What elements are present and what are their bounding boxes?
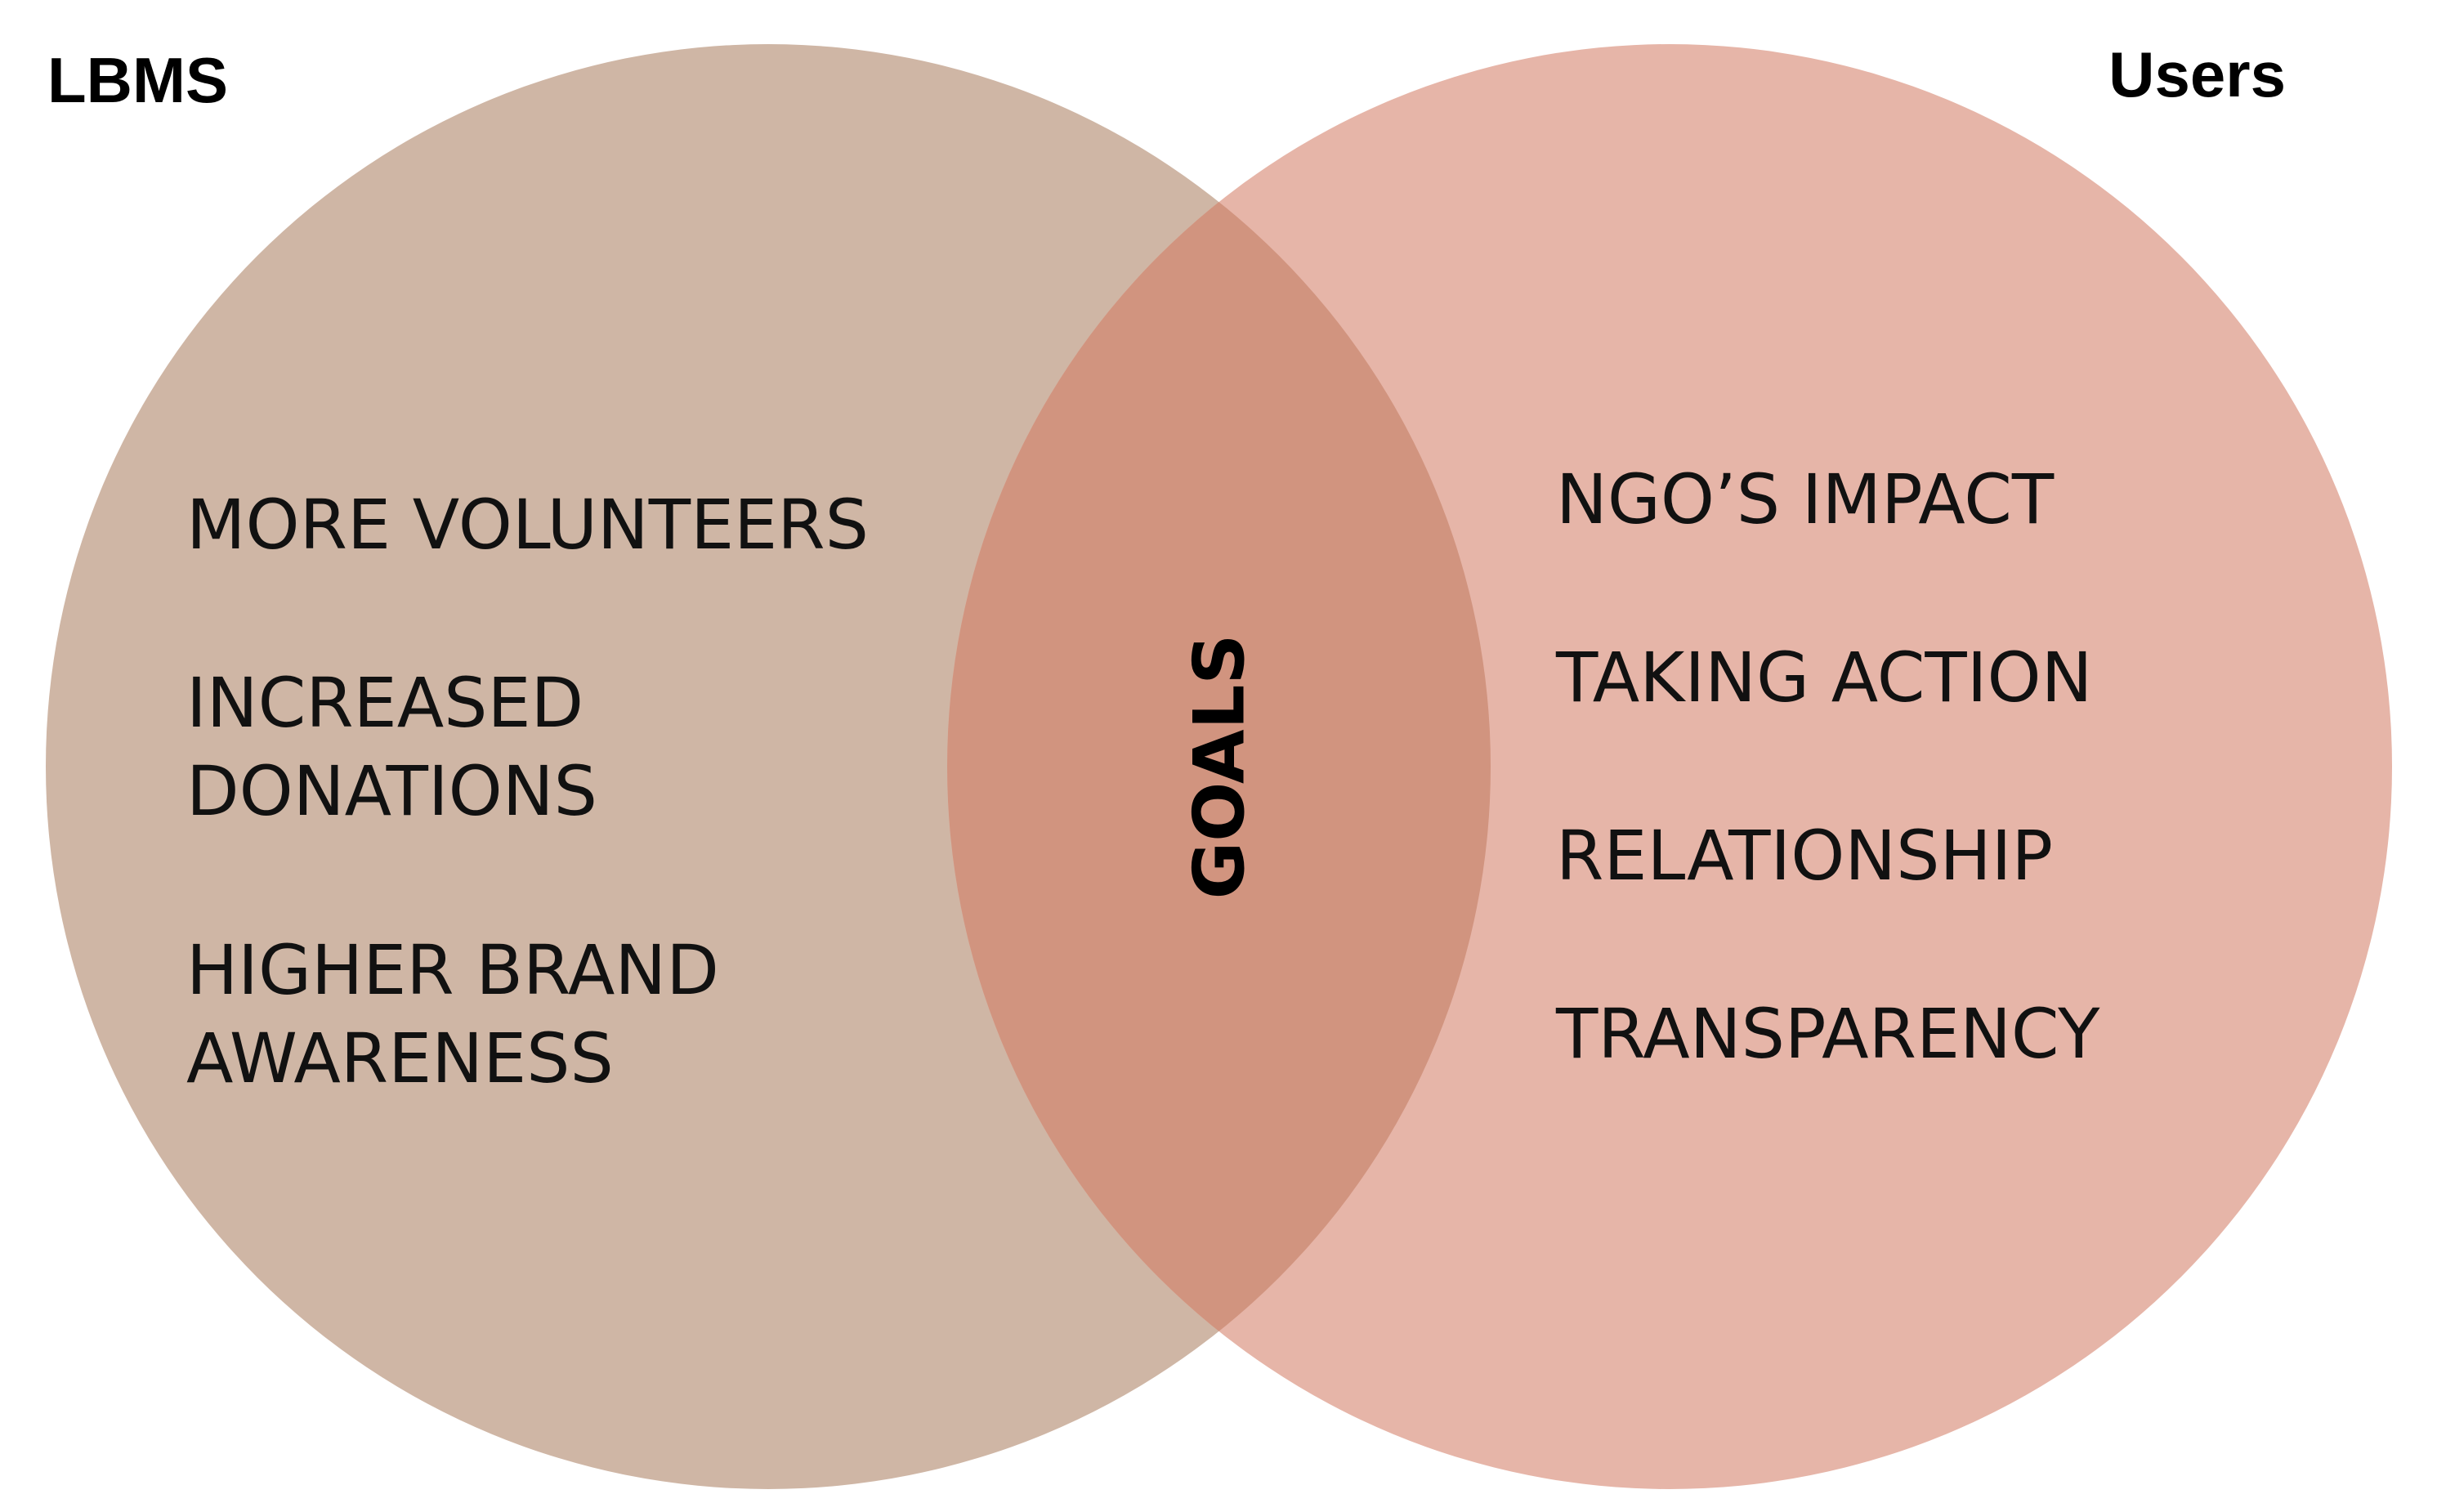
users-item-taking-action: TAKING ACTION — [1555, 637, 2092, 718]
lbms-set-title: LBMS — [47, 44, 228, 116]
users-item-transparency: TRANSPARENCY — [1555, 994, 2100, 1074]
goals-label: GOALS — [1178, 634, 1260, 900]
users-item-relationship: RELATIONSHIP — [1556, 816, 2053, 896]
users-set-title: Users — [2108, 38, 2286, 110]
goals-intersection — [947, 44, 1491, 1489]
users-item-ngo-impact: NGO’S IMPACT — [1556, 459, 2055, 539]
lbms-item-more-volunteers: MORE VOLUNTEERS — [186, 485, 869, 565]
lbms-item-increased-donations: INCREASED DONATIONS — [186, 663, 606, 831]
lbms-item-higher-brand-awareness: HIGHER BRAND AWARENESS — [186, 930, 741, 1098]
